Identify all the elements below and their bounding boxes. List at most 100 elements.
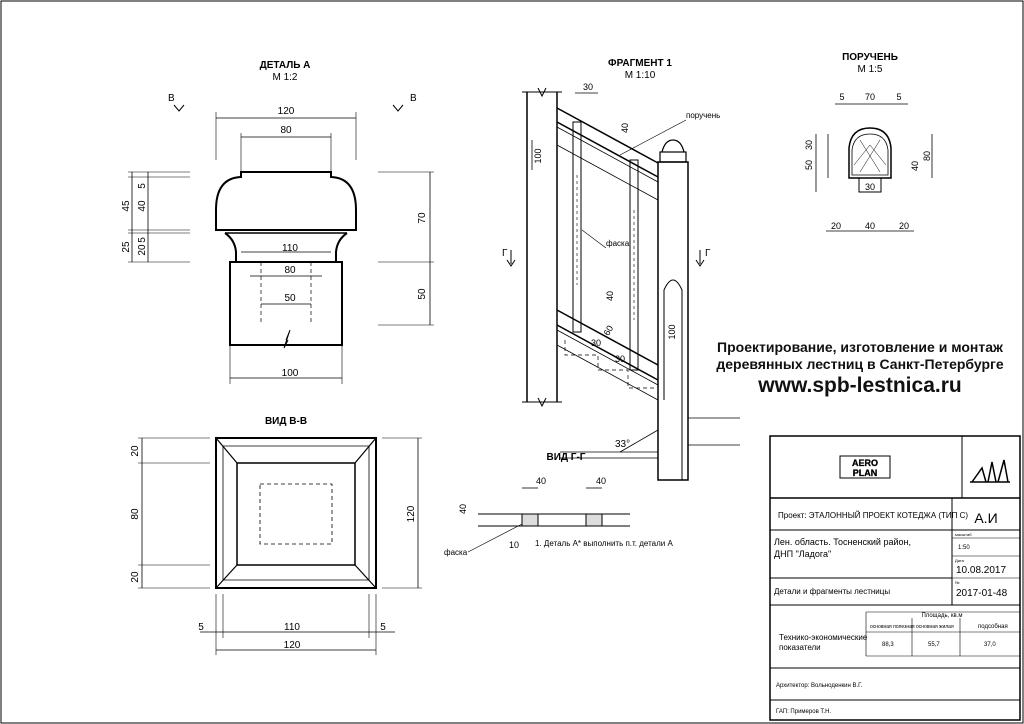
dim-bb-left-20b: 20 <box>130 571 141 583</box>
frag-angle: 33° <box>615 439 630 450</box>
dim-right-50: 50 <box>417 288 428 300</box>
dim-neck-110: 110 <box>282 243 298 254</box>
tb-col1: основная полезная <box>870 624 915 630</box>
frag-dim-30-low: 30 <box>615 354 625 364</box>
hr-dim-30-bottom: 30 <box>865 182 875 192</box>
tb-val1: 88,3 <box>882 642 894 648</box>
dim-left-5a: 5 <box>137 183 148 189</box>
frag-dim-40-mid: 40 <box>605 291 615 301</box>
tb-col2: основная жилая <box>916 624 954 630</box>
detail-a-title: ДЕТАЛЬ А <box>260 60 311 71</box>
title-block: AERO PLAN Проект: ЭТАЛОННЫЙ ПРОЕКТ КОТЕД… <box>769 435 1021 721</box>
tb-number-value: 2017-01-48 <box>956 588 1008 599</box>
gg-dim-10: 10 <box>509 540 519 550</box>
tb-tep-label-1: Технико-экономические <box>779 633 868 642</box>
dim-bb-bottom-120: 120 <box>284 640 301 651</box>
tb-stage-code: А.И <box>974 510 997 526</box>
frag-dim-60: 60 <box>602 324 616 338</box>
tb-date-label: Дата <box>955 558 965 563</box>
dim-bb-bottom-5b: 5 <box>380 622 386 633</box>
frag-dim-40-top: 40 <box>620 123 630 133</box>
hr-dim-50: 50 <box>804 160 814 170</box>
hr-dim-40-bottom: 40 <box>865 221 875 231</box>
fragment-1-title: ФРАГМЕНТ 1 <box>608 58 672 69</box>
handrail-scale: М 1:5 <box>857 64 882 75</box>
ad-line-1: Проектирование, изготовление и монтаж <box>717 339 1003 355</box>
dim-left-20: 20 <box>137 244 148 256</box>
tb-area-header: Площадь, кв.м <box>921 613 962 619</box>
ad-url[interactable]: www.spb-lestnica.ru <box>758 374 962 397</box>
tb-gap: ГАП: Примеров Т.Н. <box>776 709 831 715</box>
gg-chamfer-label: фаска <box>444 548 468 557</box>
view-bb: ВИД В-В 20 80 20 120 5 110 5 <box>130 416 422 655</box>
dim-top-80: 80 <box>280 125 292 136</box>
hr-dim-70: 70 <box>865 92 875 102</box>
tb-tep-label-2: показатели <box>779 643 821 652</box>
section-arrow-b-left <box>173 104 185 112</box>
dim-top-120: 120 <box>278 106 295 117</box>
gg-dim-40b: 40 <box>596 476 606 486</box>
dim-body-50: 50 <box>284 293 296 304</box>
frag-dim-30-mid: 30 <box>591 338 601 348</box>
tb-val2: 55,7 <box>928 642 940 648</box>
section-mark-b-right: В <box>410 93 417 104</box>
fragment-1-scale: М 1:10 <box>625 70 656 81</box>
dim-left-45: 45 <box>121 200 132 212</box>
tb-project: Проект: ЭТАЛОННЫЙ ПРОЕКТ КОТЕДЖА (ТИП С) <box>778 511 968 520</box>
frag-dim-100-right: 100 <box>667 324 677 339</box>
frag-dim-30-top: 30 <box>583 82 593 92</box>
section-arrow-b-right <box>392 104 404 112</box>
dim-body-80: 80 <box>284 265 296 276</box>
dim-left-25: 25 <box>121 241 132 253</box>
handrail-title: ПОРУЧЕНЬ <box>842 52 898 63</box>
section-mark-g-right: Г <box>705 248 711 259</box>
dim-right-70: 70 <box>417 212 428 224</box>
gg-dim-40-left: 40 <box>458 504 468 514</box>
gg-dim-40a: 40 <box>536 476 546 486</box>
tb-architect: Архитектор: Вольноденкин В.Г. <box>776 683 863 689</box>
view-gg-title: ВИД Г-Г <box>547 452 586 463</box>
hr-dim-5b: 5 <box>896 92 901 102</box>
gg-baluster-1 <box>521 513 539 527</box>
dim-bb-bottom-5a: 5 <box>198 622 204 633</box>
fragment-1: ФРАГМЕНТ 1 М 1:10 <box>502 58 740 481</box>
dim-left-5b: 5 <box>137 237 148 243</box>
tb-col3: подсобная <box>978 624 1008 630</box>
hr-dim-5a: 5 <box>839 92 844 102</box>
view-gg: ВИД Г-Г 40 40 40 10 фаска 1. Деталь А* в… <box>444 452 673 557</box>
chamfer-leader-label: фаска <box>606 239 630 248</box>
tb-location-2: ДНП "Ладога" <box>774 549 831 559</box>
ad-line-2: деревянных лестниц в Санкт-Петербурге <box>716 356 1004 372</box>
tb-location-1: Лен. область. Тосненский район, <box>774 537 911 547</box>
hr-dim-20a: 20 <box>831 221 841 231</box>
gg-note: 1. Деталь А* выполнить п.т. детали А <box>535 539 673 548</box>
detail-a: ДЕТАЛЬ А М 1:2 В В 120 80 110 80 50 <box>121 60 434 384</box>
hr-dim-30: 30 <box>804 140 814 150</box>
gg-baluster-2 <box>585 513 603 527</box>
dim-bb-right-120: 120 <box>406 505 417 522</box>
handrail-profile: ПОРУЧЕНЬ М 1:5 5 70 5 30 50 40 80 30 20 … <box>804 52 933 232</box>
logo-bottom: PLAN <box>853 468 878 478</box>
tb-scale-value: 1:50 <box>958 545 970 551</box>
emblem-icon <box>970 459 1010 483</box>
newel-cap <box>215 171 357 231</box>
tb-date-value: 10.08.2017 <box>956 565 1006 576</box>
section-mark-b-left: В <box>168 93 175 104</box>
section-mark-g-left: Г <box>502 248 508 259</box>
handrail-leader-label: поручень <box>686 111 720 120</box>
fragment-newel <box>657 161 689 481</box>
tb-sheet-title: Детали и фрагменты лестницы <box>774 587 890 596</box>
view-bb-title: ВИД В-В <box>265 416 307 427</box>
dim-left-40: 40 <box>137 200 148 212</box>
hr-dim-40-right: 40 <box>910 161 920 171</box>
dim-bb-left-80: 80 <box>130 508 141 520</box>
tb-number-label: № <box>955 580 959 585</box>
dim-bb-bottom-110: 110 <box>284 622 300 633</box>
aeroplan-logo <box>839 455 891 479</box>
dim-bb-left-20a: 20 <box>130 445 141 457</box>
tb-val3: 37,0 <box>984 642 996 648</box>
view-bb-inner <box>236 462 356 566</box>
hr-dim-20b: 20 <box>899 221 909 231</box>
